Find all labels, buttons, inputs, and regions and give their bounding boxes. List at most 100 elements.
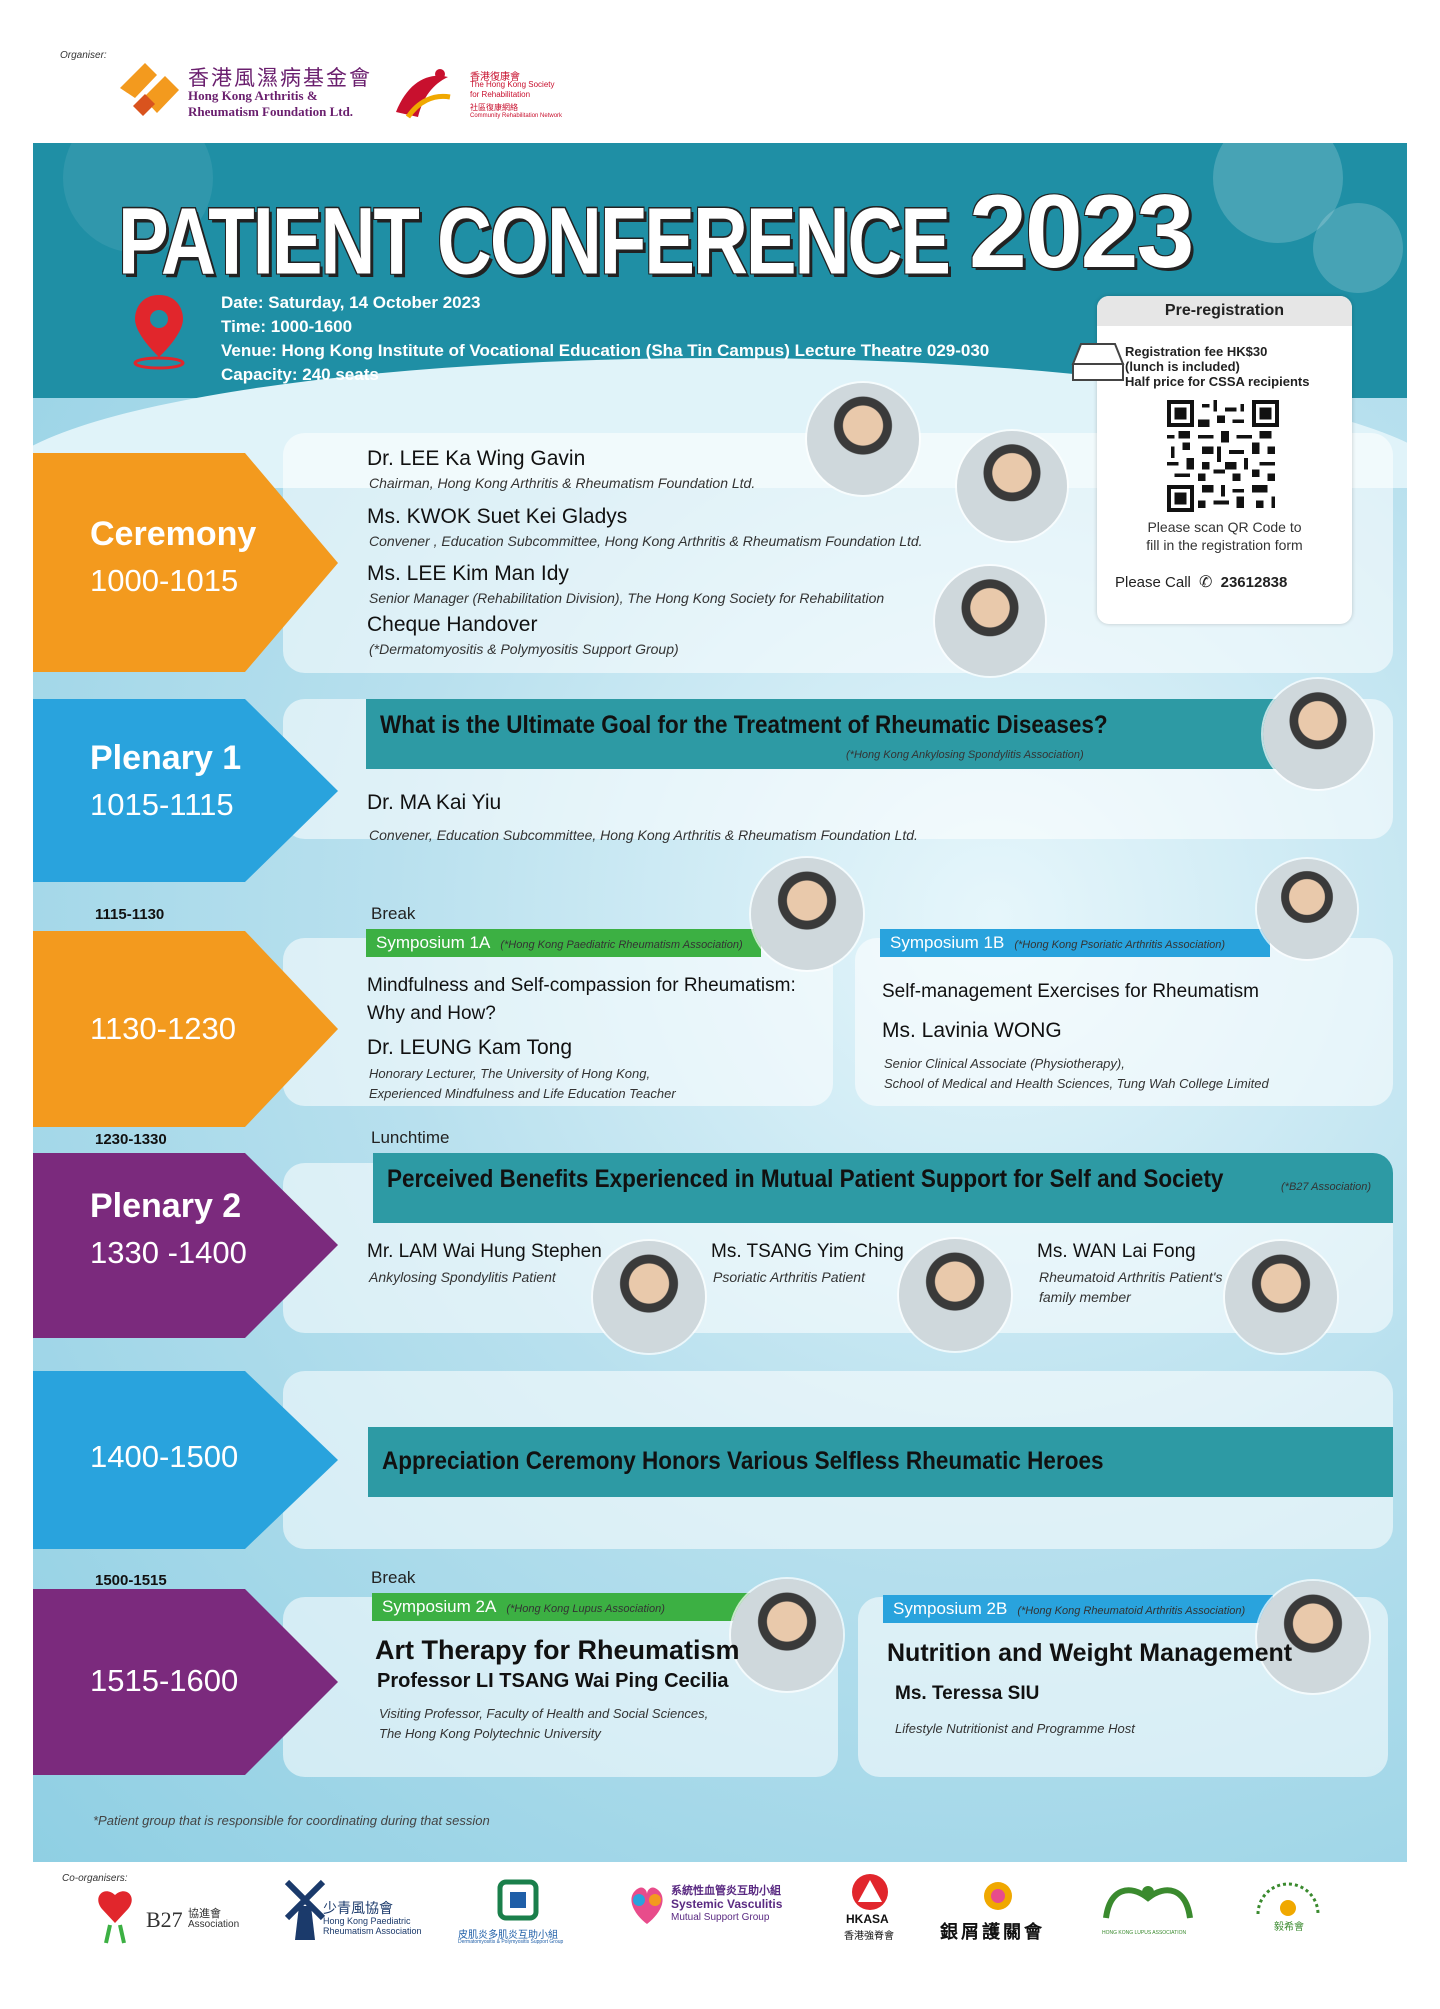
- symposium2a-tag: Symposium 2A(*Hong Kong Lupus Associatio…: [372, 1593, 787, 1621]
- prereg-half-price: Half price for CSSA recipients: [1125, 374, 1310, 389]
- event-time: Time: 1000-1600: [221, 317, 353, 336]
- prereg-heading: Pre-registration: [1097, 296, 1352, 326]
- plenary2-arrow: [33, 1153, 338, 1338]
- event-info: Date: Saturday, 14 October 2023 Time: 10…: [221, 291, 989, 387]
- appreciation-arrow: [33, 1371, 338, 1549]
- speaker-photo: [1257, 859, 1357, 959]
- phone-icon: ✆: [1199, 574, 1213, 591]
- hksr-logo-icon: [396, 69, 451, 119]
- location-pin-icon: [129, 291, 189, 371]
- hkasa-logo-icon: [852, 1874, 888, 1910]
- symposium2b-tag-label: Symposium 2B: [893, 1599, 1008, 1618]
- plenary2-speaker-role: Rheumatoid Arthritis Patient's: [1039, 1269, 1223, 1285]
- speaker-photo: [957, 431, 1067, 541]
- break2-time: 1500-1515: [95, 1572, 167, 1589]
- symposium1b-tag-label: Symposium 1B: [890, 933, 1005, 952]
- plenary1-topic-bar: What is the Ultimate Goal for the Treatm…: [366, 699, 1306, 769]
- plenary2-time: 1330 -1400: [90, 1235, 247, 1270]
- plenary1-arrow: [33, 699, 338, 882]
- paediatric-en-1: Hong Kong Paediatric: [323, 1916, 411, 1926]
- event-date: Date: Saturday, 14 October 2023: [221, 293, 481, 312]
- lupus-logo-icon: [1103, 1886, 1193, 1919]
- decor-bubble: [1313, 203, 1403, 293]
- lupus-en: HONG KONG LUPUS ASSOCIATION: [1102, 1930, 1187, 1936]
- symposium2b-speaker: Ms. Teressa SIU: [895, 1683, 1040, 1704]
- event-capacity: Capacity: 240 seats: [221, 365, 379, 384]
- prereg-scan-1: Please scan QR Code to: [1147, 519, 1302, 535]
- prereg-call-label: Please Call: [1115, 574, 1191, 591]
- ra-logo-icon: [1256, 1882, 1320, 1916]
- paediatric-en-2: Rheumatism Association: [323, 1926, 422, 1936]
- appreciation-topic: Appreciation Ceremony Honors Various Sel…: [382, 1447, 1104, 1475]
- symposium2a-group: (*Hong Kong Lupus Association): [506, 1603, 665, 1615]
- hksr-logo: [388, 62, 458, 124]
- hksr-english-3: Community Rehabilitation Network: [470, 113, 563, 119]
- vasculitis-logo-icon: [631, 1887, 663, 1924]
- symposium1a-speaker: Dr. LEUNG Kam Tong: [367, 1036, 573, 1059]
- b27-sub: Association: [188, 1919, 240, 1930]
- paediatric-logo: 少青風協會 Hong Kong Paediatric Rheumatism As…: [283, 1878, 423, 1944]
- windmill-icon: [284, 1879, 326, 1940]
- coorganisers-label: Co-organisers:: [62, 1873, 128, 1884]
- speaker-name: Ms. LEE Kim Man Idy: [367, 562, 569, 585]
- symposium2a-role-1: Visiting Professor, Faculty of Health an…: [379, 1706, 709, 1721]
- vasculitis-en-2: Mutual Support Group: [671, 1912, 770, 1923]
- vasculitis-en-1: Systemic Vasculitis: [671, 1897, 783, 1911]
- appreciation-time: 1400-1500: [90, 1439, 239, 1474]
- symposium1a-group: (*Hong Kong Paediatric Rheumatism Associ…: [500, 939, 743, 951]
- prereg-phone[interactable]: 23612838: [1220, 574, 1288, 591]
- appreciation-topic-bar: Appreciation Ceremony Honors Various Sel…: [368, 1427, 1393, 1497]
- psoriatic-logo-icon: [984, 1882, 1012, 1910]
- session1130-arrow: [33, 931, 338, 1127]
- plenary2-speaker-role: Psoriatic Arthritis Patient: [713, 1269, 865, 1285]
- event-venue: Venue: Hong Kong Institute of Vocational…: [221, 341, 990, 360]
- hksr-english-2: for Rehabilitation: [470, 90, 531, 99]
- ceremony-time: 1000-1015: [90, 563, 239, 598]
- hksr-english-1: The Hong Kong Society: [470, 80, 555, 89]
- speaker-role: Convener , Education Subcommittee, Hong …: [369, 533, 923, 549]
- plenary1-time: 1015-1115: [90, 787, 234, 822]
- lunchbox-icon: [1067, 336, 1129, 391]
- organiser-label: Organiser:: [60, 50, 107, 61]
- plenary2-speaker-role: Ankylosing Spondylitis Patient: [369, 1269, 556, 1285]
- plenary1-topic: What is the Ultimate Goal for the Treatm…: [380, 711, 1108, 739]
- vasculitis-chinese: 系統性血管炎互助小組: [671, 1885, 781, 1897]
- speaker-photo: [935, 566, 1045, 676]
- plenary2-speaker-role: family member: [1039, 1289, 1131, 1305]
- symposium2a-speaker: Professor LI TSANG Wai Ping Cecilia: [377, 1670, 729, 1692]
- symposium1a-tag-label: Symposium 1A: [376, 933, 491, 952]
- symposium1a-topic-2: Why and How?: [367, 1003, 496, 1024]
- symposium2b-role: Lifestyle Nutritionist and Programme Hos…: [895, 1721, 1135, 1736]
- hksr-chinese: 香港復康會: [470, 72, 520, 83]
- title-year: 2023: [969, 174, 1194, 290]
- plenary2-speaker-name: Ms. WAN Lai Fong: [1037, 1241, 1196, 1262]
- prereg-call: Please Call ✆ 23612838: [1115, 572, 1287, 592]
- symposium1b-topic: Self-management Exercises for Rheumatism: [882, 981, 1259, 1002]
- speaker-name: Dr. LEE Ka Wing Gavin: [367, 447, 586, 470]
- prereg-lunch: (lunch is included): [1125, 359, 1240, 374]
- registration-qr-code[interactable]: [1167, 400, 1279, 512]
- hkarf-chinese-name: 香港風濕病基金會: [188, 66, 372, 90]
- symposium1b-role-1: Senior Clinical Associate (Physiotherapy…: [884, 1056, 1125, 1071]
- hksr-chinese-2: 社區復康網絡: [470, 103, 518, 112]
- plenary2-label: Plenary 2: [90, 1187, 242, 1225]
- plenary2-topic-bar: Perceived Benefits Experienced in Mutual…: [373, 1153, 1393, 1223]
- speaker-photo: [731, 1579, 843, 1691]
- lunch-label: Lunchtime: [371, 1128, 450, 1147]
- psoriatic-chinese: 銀屑護關會: [940, 1922, 1045, 1942]
- ceremony-arrow: [33, 453, 338, 672]
- plenary1-group: (*Hong Kong Ankylosing Spondylitis Assoc…: [846, 749, 1084, 761]
- hkarf-logo-icon: [120, 63, 179, 116]
- ra-chinese: 毅希會: [1274, 1922, 1304, 1933]
- speaker-name: Cheque Handover: [367, 613, 538, 636]
- hkarf-english-2: Rheumatism Foundation Ltd.: [188, 104, 354, 119]
- hkarf-english-1: Hong Kong Arthritis &: [188, 88, 318, 103]
- speaker-name: Ms. KWOK Suet Kei Gladys: [367, 505, 628, 528]
- speaker-role: (*Dermatomyositis & Polymyositis Support…: [369, 641, 679, 657]
- lunch-time: 1230-1330: [95, 1131, 167, 1148]
- session1515-time: 1515-1600: [90, 1663, 239, 1698]
- psoriatic-logo: 銀屑護關會: [940, 1880, 1060, 1946]
- speaker-role: Senior Manager (Rehabilitation Division)…: [369, 590, 885, 606]
- dermatomyositis-logo: 皮肌炎多肌炎互助小組 Dermatomyositis & Polymyositi…: [456, 1878, 596, 1948]
